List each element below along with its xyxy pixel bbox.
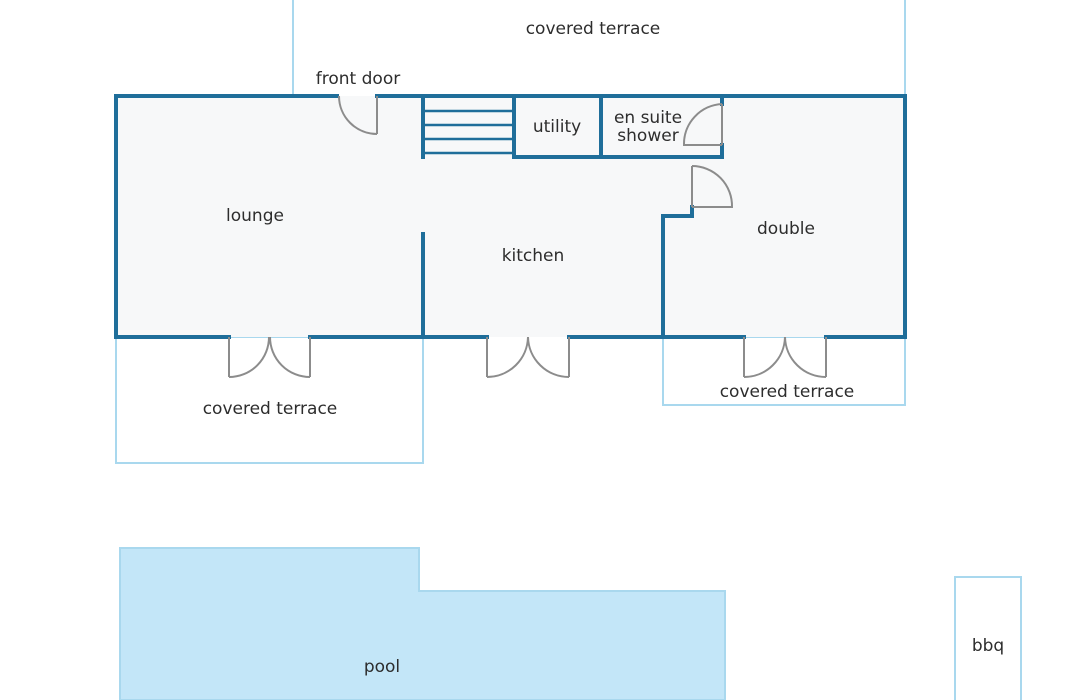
pool-area	[119, 547, 726, 700]
lounge-label: lounge	[226, 206, 284, 226]
walls	[114, 94, 907, 339]
en-suite-label-line2: shower	[617, 126, 678, 146]
double-french-doors	[743, 336, 827, 378]
en-suite-label-line1: en suite	[614, 108, 682, 128]
covered-terrace-top	[292, 0, 906, 96]
doors	[228, 95, 827, 378]
bbq-area	[954, 576, 1022, 700]
front-door	[338, 95, 378, 135]
kitchen-french-doors	[486, 336, 570, 378]
kitchen-label: kitchen	[502, 246, 565, 266]
covered-terrace-top-label: covered terrace	[526, 19, 661, 39]
house-floor	[116, 96, 905, 337]
covered-terrace-right-label: covered terrace	[720, 382, 855, 402]
lounge-french-doors	[228, 336, 311, 378]
double-label: double	[757, 219, 815, 239]
bbq-label: bbq	[972, 636, 1004, 656]
double-bedroom-door	[691, 165, 734, 208]
front-door-label: front door	[316, 69, 400, 89]
staircase	[423, 109, 514, 155]
covered-terrace-left-label: covered terrace	[203, 399, 338, 419]
utility-label: utility	[533, 117, 581, 137]
pool-label: pool	[364, 657, 400, 677]
en-suite-door	[682, 103, 723, 146]
